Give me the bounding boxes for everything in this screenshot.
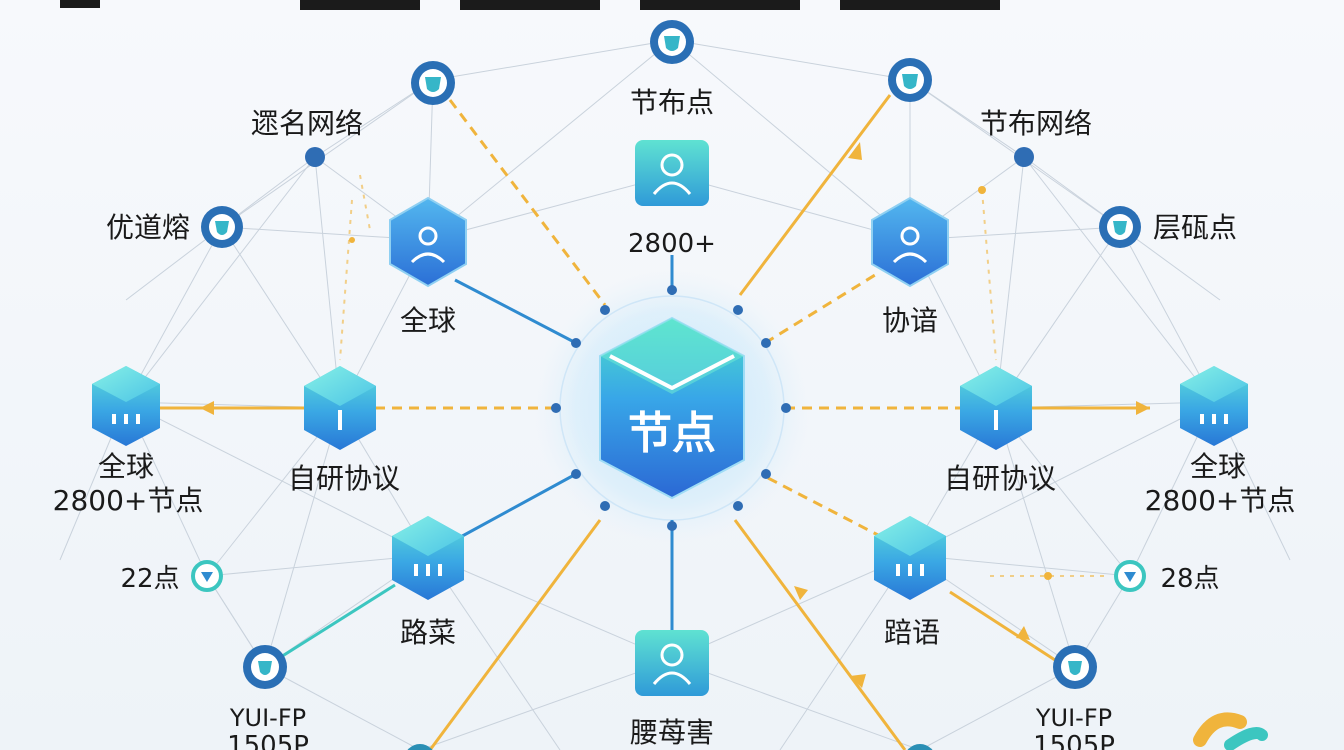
corner-logo-icon: [1193, 712, 1268, 750]
inner-tl-node[interactable]: [389, 196, 467, 288]
shield-icon: [1068, 661, 1082, 675]
arrowheads: [200, 142, 1150, 688]
right-outer-badge[interactable]: [1099, 206, 1141, 248]
pt-left-label: 22点: [120, 564, 179, 594]
left-outer-label: 优道熔: [106, 211, 190, 244]
envelope-icon: [609, 354, 735, 390]
orange-spokes: [160, 94, 1150, 750]
br-badge-label-2: 1505P: [1033, 731, 1115, 750]
shield-icon: [425, 77, 441, 92]
shield-icon: [258, 661, 272, 675]
left-cube-label-1: 全球: [98, 450, 154, 483]
br-badge-label-1: YUI-FP: [1035, 704, 1112, 732]
top-globe-label: 节布点: [630, 86, 714, 119]
inner-bl-label: 路菜: [400, 616, 456, 649]
left-net-dot[interactable]: [305, 147, 325, 167]
top-left-badge[interactable]: [411, 61, 455, 105]
title-strip: [60, 0, 1000, 10]
inner-bl-node[interactable]: [392, 516, 464, 600]
user-icon: [652, 181, 692, 195]
user-icon: [892, 252, 928, 264]
center-label: 节点: [628, 408, 716, 459]
user-icon: [652, 671, 692, 685]
right-cube-label-2: 2800+节点: [1145, 484, 1296, 517]
center-node[interactable]: 节点: [599, 316, 745, 500]
pt-right-label: 28点: [1160, 564, 1219, 594]
right-outer-label: 层砙点: [1153, 211, 1237, 244]
bottom-user-label: 腰苺害: [630, 716, 714, 749]
inner-br-node[interactable]: [874, 516, 946, 600]
pt-right-node[interactable]: [1114, 560, 1146, 592]
inner-tr-node[interactable]: [871, 196, 949, 288]
bl-badge-node[interactable]: [243, 645, 287, 689]
mid-left-label: 自研协议: [288, 462, 400, 495]
right-cube-node[interactable]: [1180, 366, 1248, 446]
left-cube-node[interactable]: [92, 366, 160, 446]
shield-icon: [1113, 221, 1127, 235]
top-globe-node[interactable]: [650, 20, 694, 64]
left-cube-label-2: 2800+节点: [53, 484, 204, 517]
teal-spoke: [264, 583, 396, 669]
orange-dots: [349, 186, 1052, 580]
shield-icon: [215, 221, 229, 235]
shield-icon: [664, 36, 680, 51]
right-cube-label-1: 全球: [1190, 450, 1246, 483]
inner-br-label: 踣语: [884, 616, 940, 649]
right-net-label: 节布网络: [980, 107, 1092, 140]
mid-left-node[interactable]: [304, 366, 376, 450]
shield-icon: [1124, 572, 1136, 582]
mid-right-label: 自研协议: [944, 462, 1056, 495]
pt-left-node[interactable]: [191, 560, 223, 592]
bl-badge-label-1: YUI-FP: [229, 704, 306, 732]
bottom-user-node[interactable]: [635, 630, 709, 696]
bl-badge-label-2: 1505P: [227, 731, 309, 750]
top-user-node[interactable]: [635, 140, 709, 206]
left-outer-badge[interactable]: [201, 206, 243, 248]
inner-tr-label: 协谙: [882, 304, 938, 337]
br-badge-node[interactable]: [1053, 645, 1097, 689]
orange-dashed-spokes: [375, 99, 960, 537]
bottom-right-cropped-node: [907, 744, 933, 750]
user-icon: [410, 252, 446, 264]
shield-icon: [902, 74, 918, 89]
top-right-badge[interactable]: [888, 58, 932, 102]
shield-icon: [201, 572, 213, 582]
left-net-label: 遝名网络: [251, 107, 363, 140]
bottom-left-cropped-node: [407, 744, 433, 750]
top-user-label: 2800+: [628, 229, 716, 259]
mid-right-node[interactable]: [960, 366, 1032, 450]
right-net-dot[interactable]: [1014, 147, 1034, 167]
inner-tl-label: 全球: [400, 304, 456, 337]
anchor-dots: [551, 285, 791, 531]
